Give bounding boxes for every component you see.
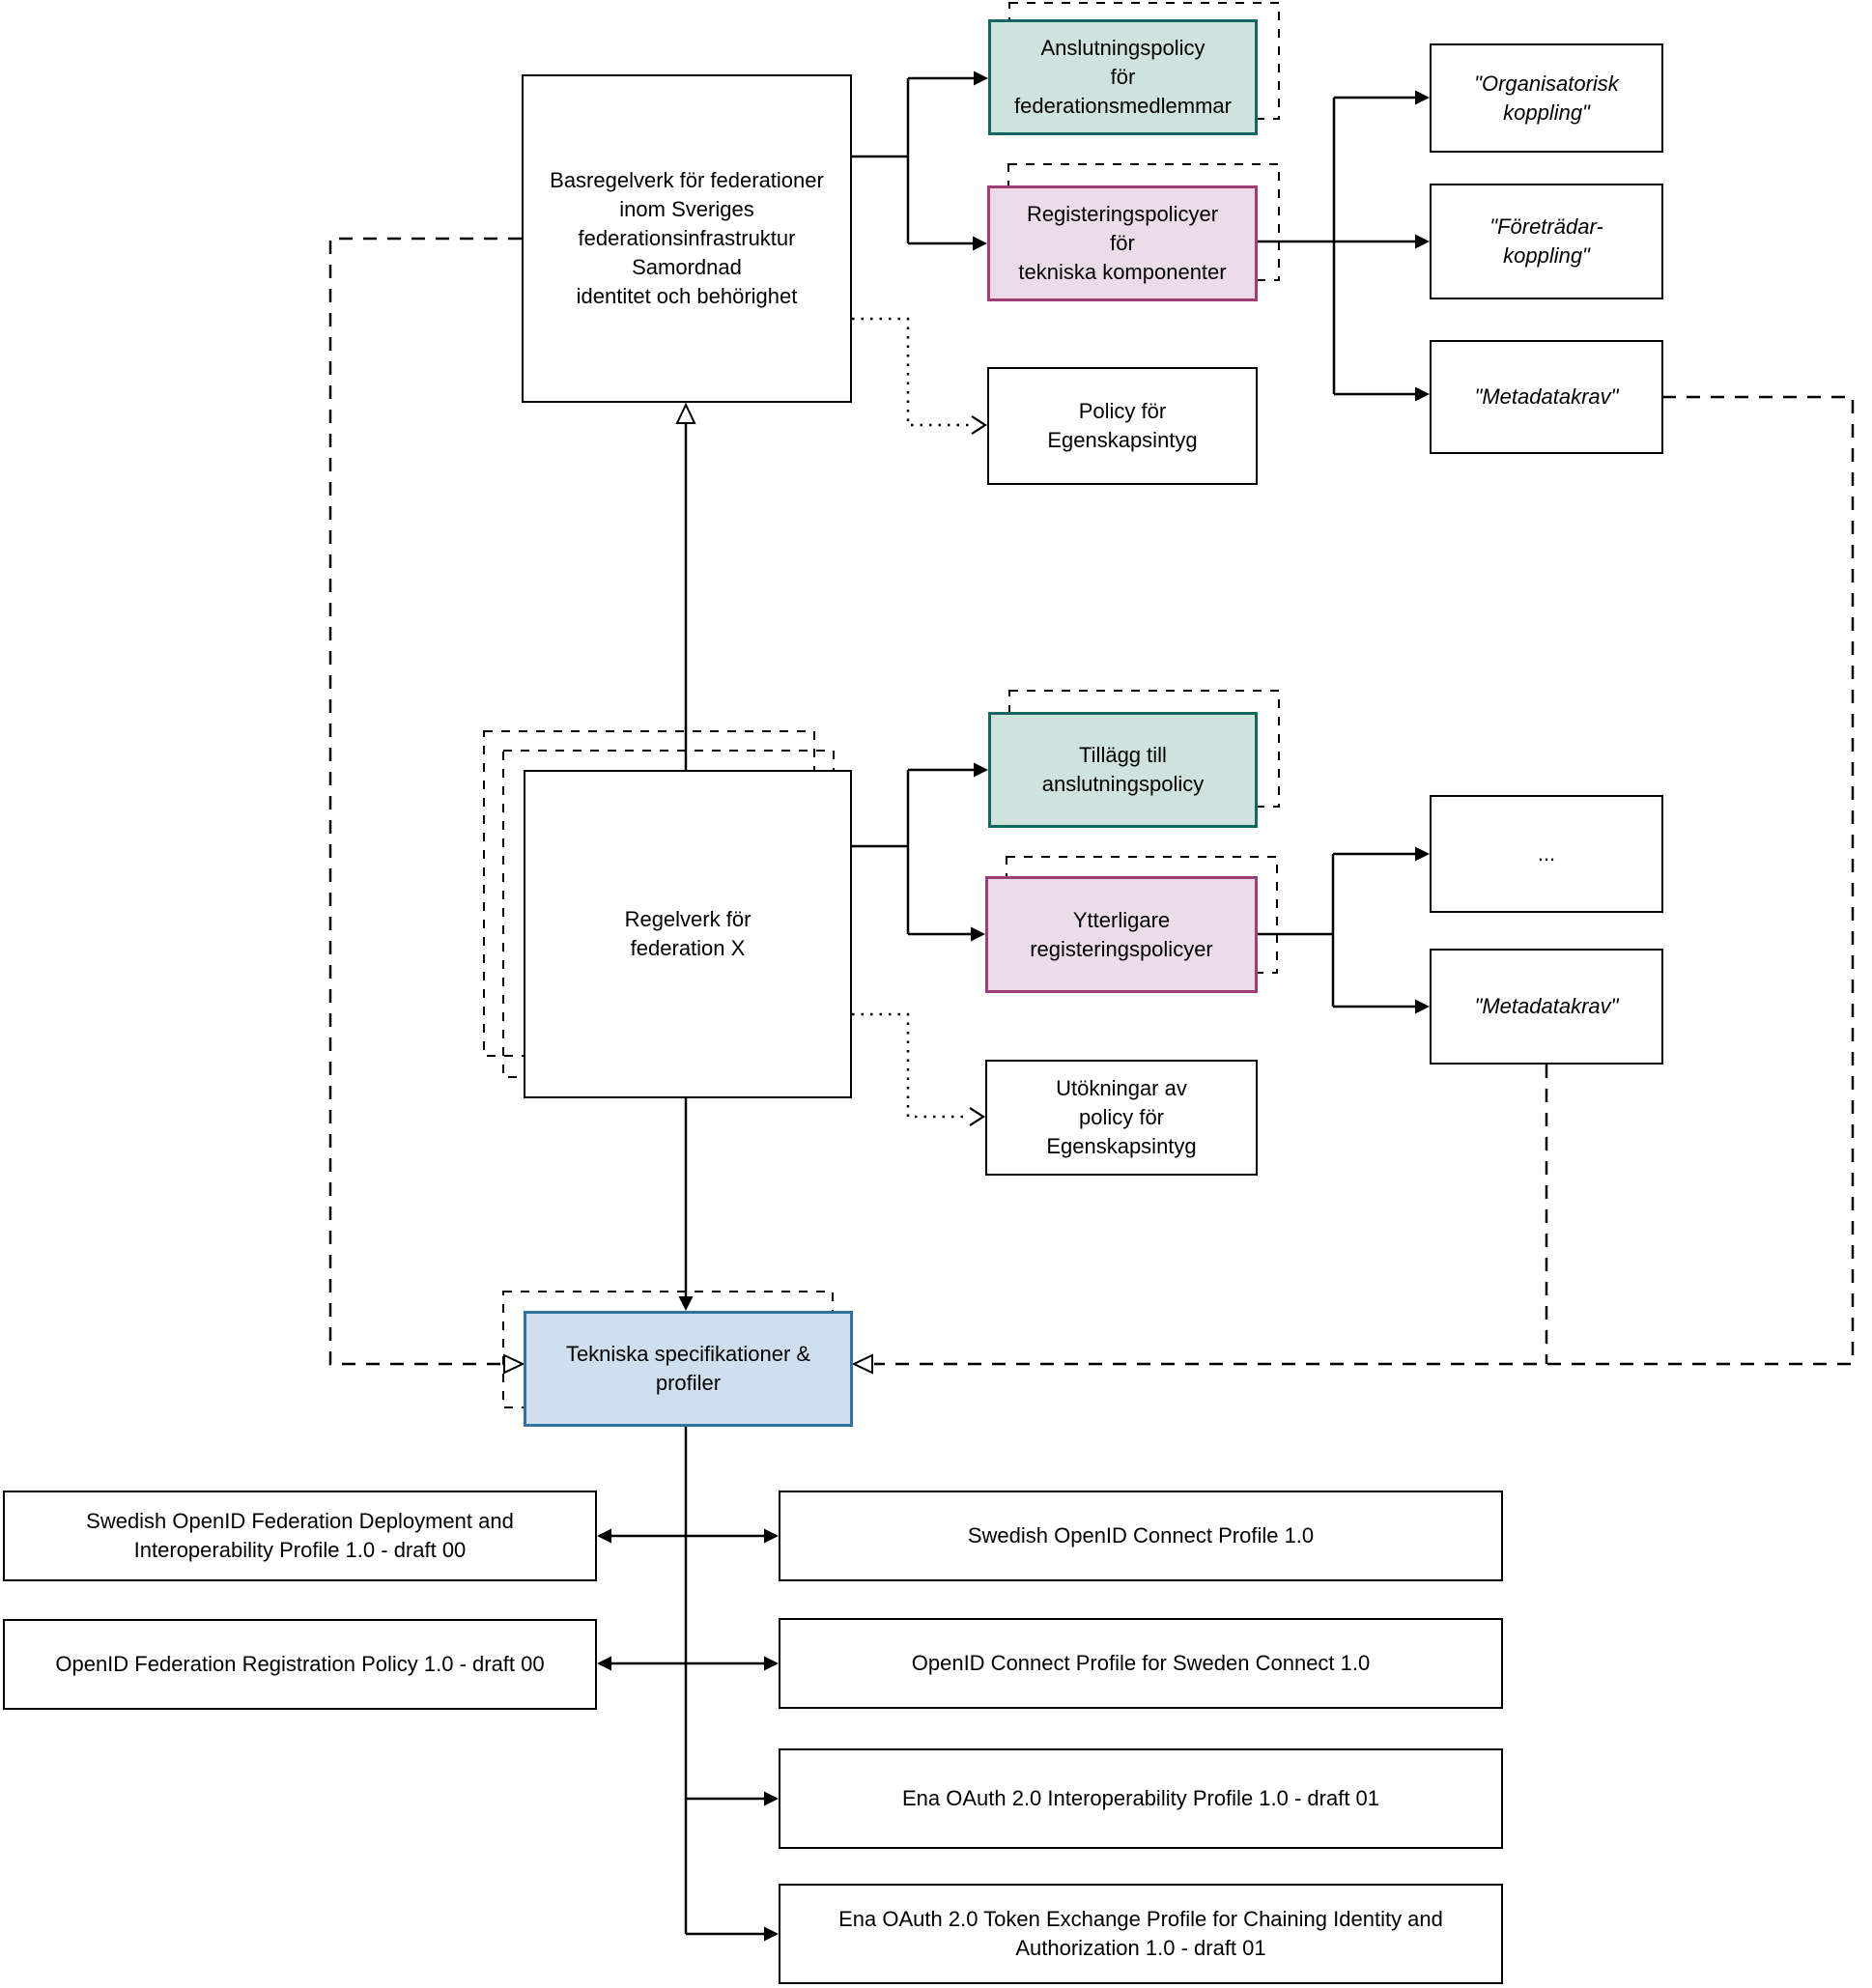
node-swedish-openid-deployment-profile: Swedish OpenID Federation Deployment and… xyxy=(3,1491,597,1581)
node-regelverk-federation-x: Regelverk för federation X xyxy=(524,770,852,1098)
node-tekniska-specifikationer: Tekniska specifikationer & profiler xyxy=(524,1311,853,1427)
node-swedish-openid-connect-profile: Swedish OpenID Connect Profile 1.0 xyxy=(779,1491,1503,1581)
node-ena-oauth-interop-profile: Ena OAuth 2.0 Interoperability Profile 1… xyxy=(779,1748,1503,1849)
node-tillagg-anslutningspolicy: Tillägg till anslutningspolicy xyxy=(988,712,1258,828)
node-openid-registration-policy: OpenID Federation Registration Policy 1.… xyxy=(3,1619,597,1710)
node-basregelverk: Basregelverk för federationer inom Sveri… xyxy=(522,74,852,403)
node-openid-connect-sweden-connect: OpenID Connect Profile for Sweden Connec… xyxy=(779,1618,1503,1709)
node-ena-oauth-token-exchange-profile: Ena OAuth 2.0 Token Exchange Profile for… xyxy=(779,1884,1503,1984)
node-ytterligare-registeringspolicyer: Ytterligare registeringspolicyer xyxy=(985,876,1258,993)
node-anslutningspolicy: Anslutningspolicy för federationsmedlemm… xyxy=(988,19,1258,135)
node-foretradar-koppling: "Företrädar- koppling" xyxy=(1430,184,1663,299)
node-ellipsis: ... xyxy=(1430,795,1663,913)
node-utokningar-egenskapsintyg: Utökningar av policy för Egenskapsintyg xyxy=(985,1060,1258,1176)
node-registeringspolicyer: Registeringspolicyer för tekniska kompon… xyxy=(987,185,1258,301)
node-organisatorisk-koppling: "Organisatorisk koppling" xyxy=(1430,43,1663,153)
node-policy-egenskapsintyg: Policy för Egenskapsintyg xyxy=(987,367,1258,485)
dotted-connectors xyxy=(852,317,970,1119)
chevron-arrowheads xyxy=(969,415,988,1126)
node-metadatakrav-bas: "Metadatakrav" xyxy=(1430,340,1663,454)
node-metadatakrav-federation: "Metadatakrav" xyxy=(1430,949,1663,1065)
